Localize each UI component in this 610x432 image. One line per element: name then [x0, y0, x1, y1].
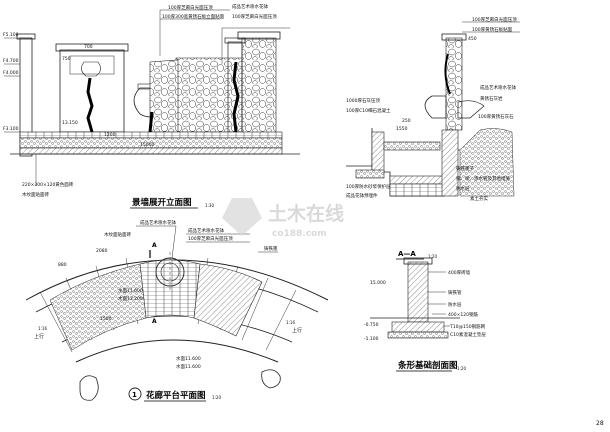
plan-mark: 1:16: [286, 320, 295, 325]
section-dim: 250: [402, 118, 411, 124]
section-note: 100厚黄锈石灰石: [478, 113, 514, 120]
section-note: 铸铁篦子: [456, 165, 474, 172]
dim-label: 700: [84, 44, 93, 50]
aa-label-scale: 1:20: [457, 366, 466, 371]
plan-mark: 上行: [34, 333, 44, 340]
plan-dim: 2080: [96, 248, 108, 254]
section-mark: A: [152, 318, 157, 325]
elevation-levels: F5.100 F4.700 F4.000 F3.100: [3, 32, 20, 133]
foundation-section: A—A 1:20 15.000 -0.750 -1.100 400厚砖墙 铸铁管…: [364, 250, 486, 372]
elevation-scale: 1:30: [205, 203, 214, 208]
section-note: 100厚C10细石混凝土: [346, 107, 391, 114]
plan-level: 水面11.600: [176, 355, 201, 362]
aa-note: 400×120钢筋: [448, 311, 478, 318]
section-mark: A: [152, 242, 157, 249]
elevation-note: 成品艺术喷水花钵: [232, 3, 268, 10]
aa-label: 条形基础剖面图: [398, 360, 458, 371]
water-column-left: [86, 77, 94, 133]
level-label: F4.700: [3, 58, 19, 64]
elevation-title: 景墙展开立面图: [132, 197, 192, 208]
elevation-note: 100厚芝麻白光面压顶: [232, 13, 277, 20]
plan-drawing: A A 上行 1:16 上行 1:16 水面11.600 水面13.200 水面…: [25, 219, 329, 402]
plan-title-circle: [128, 387, 142, 401]
dim-label: 750: [62, 56, 71, 62]
section-note: 100厚防水砂浆保护层: [346, 183, 391, 190]
level-label: F3.100: [3, 126, 19, 132]
plan-note: 成品艺术喷水花钵: [140, 219, 176, 226]
section-dim: 1550: [396, 126, 408, 132]
plan-level: 水面13.200: [118, 295, 143, 302]
section-note: 成品花钵预埋件: [346, 192, 378, 199]
section-drawing: 250 1550 450 100厚芝麻白光面压顶 100厚黄锈石板贴面 成品艺术…: [346, 16, 520, 202]
plan-scale: 1:20: [212, 395, 221, 400]
plan-title: 花廊平台平面图: [146, 390, 206, 401]
foundation-wall: [407, 261, 429, 323]
watermark-logo: [222, 198, 262, 236]
level-label: F4.000: [3, 70, 19, 76]
elevation-note: 220×300×120黄色面砖: [22, 181, 74, 188]
aa-level: 15.000: [370, 280, 386, 286]
plan-dim: 1500: [100, 316, 112, 322]
section-note: 排、喷、渗水管及其他措施: [456, 175, 510, 182]
section-vase: [424, 95, 447, 119]
plan-note: 100厚芝麻白光面压顶: [188, 235, 233, 242]
section-pier: [445, 37, 463, 131]
level-label: F5.100: [3, 32, 19, 38]
plan-note: 铸铁篦: [264, 245, 278, 252]
aa-note: 防水层: [448, 301, 462, 308]
plan-dim: 880: [58, 262, 67, 268]
plan-note: 成品艺术喷水花钵: [188, 227, 224, 234]
plan-mark: 上行: [292, 327, 302, 334]
watermark-sub: co188.com: [272, 229, 327, 239]
plan-mark: 1:16: [38, 326, 47, 331]
elevation-note: 100厚300宽黄锈石板立面贴面: [162, 13, 225, 20]
plan-rock: [261, 369, 281, 389]
section-note: 防水层: [456, 185, 470, 192]
aa-note: T10@150钢筋网: [449, 323, 486, 330]
watermark-main: 土木在线: [268, 202, 344, 225]
elevation-note: 木纹面贴面砖: [22, 191, 49, 198]
aa-note: 400厚砖墙: [448, 269, 471, 276]
section-note: 黄锈石灰岩: [480, 95, 503, 102]
aa-scale: 1:20: [428, 254, 437, 259]
plan-number: 1: [132, 391, 137, 399]
watermark: 土木在线 co188.com: [222, 198, 344, 239]
dim-label: 13.150: [62, 120, 78, 126]
pool-wall: [371, 131, 385, 173]
section-dim: 450: [468, 36, 477, 42]
section-note: 1000厚石灰压顶: [346, 97, 380, 104]
elevation-note: 100厚芝麻白光面压顶: [168, 4, 213, 11]
section-note: 100厚芝麻白光面压顶: [472, 16, 517, 23]
foundation-footing: [391, 321, 445, 333]
aa-note: 铸铁管: [448, 289, 462, 296]
elevation-drawing: F5.100 F4.700 F4.000 F3.100 700 750 1200…: [3, 3, 300, 209]
plan-level: 水面11.600: [118, 287, 143, 294]
base-course: [19, 131, 283, 139]
left-pier: [19, 37, 33, 157]
dim-label: 1200: [104, 132, 116, 138]
section-note: 素土夯实: [470, 195, 488, 202]
plan-note: 木纹面贴面砖: [104, 231, 131, 238]
aa-note: C10素混凝土垫层: [450, 331, 486, 338]
right-pier: [241, 37, 277, 139]
section-note: 成品艺术喷水花钵: [480, 84, 516, 91]
plan-level: 水面11.600: [176, 363, 201, 370]
aa-level: -1.100: [364, 336, 379, 342]
aa-title: A—A: [398, 250, 416, 258]
page-number: 28: [596, 420, 604, 427]
dim-label: 15000: [140, 142, 154, 148]
stone-wall: [175, 57, 243, 133]
vase-left: [81, 61, 101, 77]
section-note: 100厚黄锈石板贴面: [472, 26, 513, 33]
plan-rock: [79, 375, 99, 401]
aa-level: -0.750: [364, 322, 379, 328]
